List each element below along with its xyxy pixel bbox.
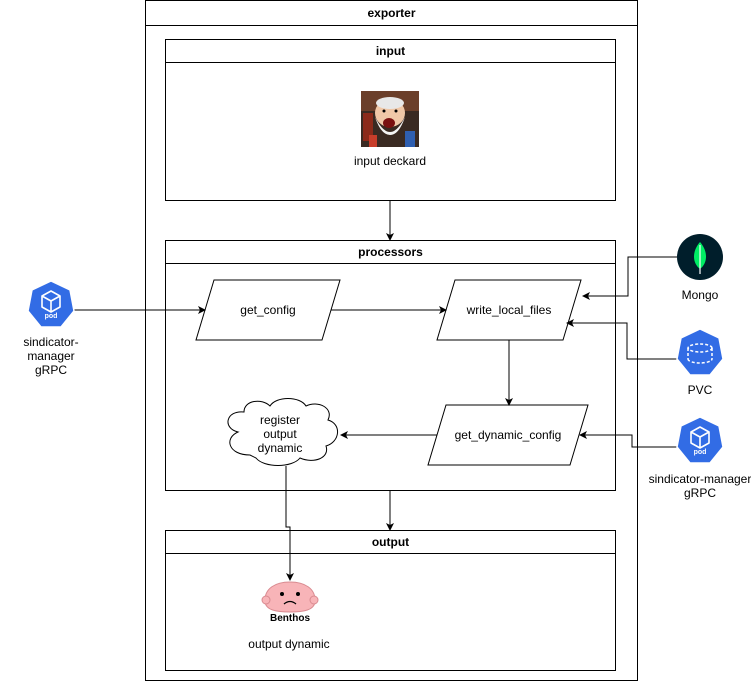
get-dynamic-config-shape bbox=[427, 404, 589, 466]
pod-icon-text: pod bbox=[693, 449, 707, 456]
deckard-avatar-icon bbox=[361, 91, 419, 147]
sindicator-manager-name: sindicator-manager bbox=[23, 335, 79, 363]
mongo-label: Mongo bbox=[681, 288, 719, 302]
register-to-benthos-arrow bbox=[285, 466, 294, 581]
get-config-shape bbox=[195, 279, 341, 341]
write-local-files-shape bbox=[436, 279, 582, 341]
input-deckard-label: input deckard bbox=[353, 154, 427, 168]
grpc-right-to-dynamic-config-arrow bbox=[579, 431, 678, 448]
output-title: output bbox=[166, 531, 615, 554]
pvc-label: PVC bbox=[687, 383, 713, 397]
output-container: output bbox=[165, 530, 616, 671]
get-config-label: get_config bbox=[240, 303, 296, 317]
get-dynamic-config-label: get_dynamic_config bbox=[454, 428, 562, 442]
sindicator-manager-right-label: sindicator-manager gRPC bbox=[645, 472, 751, 500]
pod-icon bbox=[27, 280, 75, 328]
sindicator-manager-left-label: sindicator-manager gRPC bbox=[0, 335, 102, 377]
exporter-title: exporter bbox=[146, 1, 637, 26]
benthos-logo-icon bbox=[261, 581, 319, 613]
pod-icon-text: pod bbox=[44, 313, 58, 320]
grpc-protocol: gRPC bbox=[683, 486, 716, 500]
grpc-protocol: gRPC bbox=[34, 363, 67, 377]
output-line: output bbox=[263, 427, 297, 441]
processors-title: processors bbox=[166, 241, 615, 264]
pod-icon bbox=[676, 416, 724, 464]
benthos-logo-text: Benthos bbox=[270, 613, 310, 624]
mongo-to-write-arrow bbox=[582, 256, 677, 300]
write-local-files-label: write_local_files bbox=[466, 303, 552, 317]
mongodb-icon bbox=[677, 234, 723, 280]
sindicator-manager-name: sindicator-manager bbox=[648, 472, 751, 486]
output-dynamic-label: output dynamic bbox=[248, 637, 330, 651]
register-output-dynamic-label: register output dynamic bbox=[250, 413, 310, 455]
input-title: input bbox=[166, 40, 615, 63]
dynamic-line: dynamic bbox=[257, 441, 303, 455]
register-output-dynamic-cloud bbox=[227, 398, 338, 466]
register-line: register bbox=[259, 413, 300, 427]
pvc-icon bbox=[676, 328, 724, 376]
pvc-to-write-arrow bbox=[566, 319, 678, 360]
